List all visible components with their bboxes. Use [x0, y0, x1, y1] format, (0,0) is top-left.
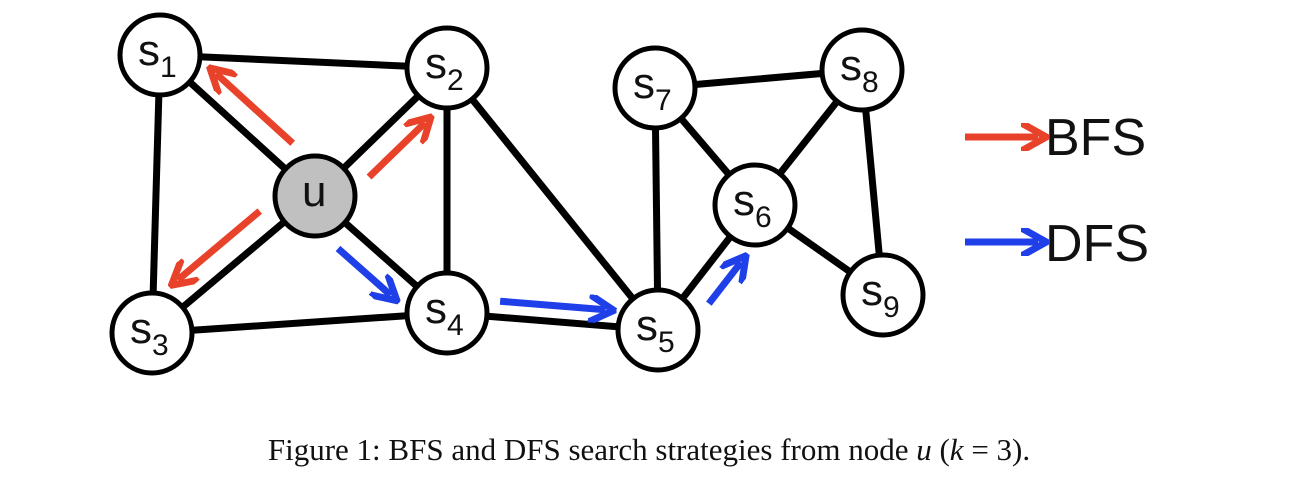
- bfs-arrow-u-s2: [366, 123, 425, 180]
- node-s5: s5: [615, 287, 701, 373]
- node-label: s8: [840, 41, 879, 99]
- caption-text: Figure 1: BFS and DFS search strategies …: [267, 432, 917, 467]
- node-s8: s8: [819, 27, 905, 113]
- legend-bfs-label: BFS: [1045, 109, 1146, 167]
- node-label: s1: [138, 26, 177, 84]
- legend-dfs-label: DFS: [1045, 215, 1149, 273]
- node-label: s7: [633, 59, 672, 117]
- dfs-arrow-u-s4: [335, 245, 391, 295]
- node-label: s3: [130, 304, 169, 362]
- node-label: s5: [636, 301, 675, 359]
- figure-caption: Figure 1: BFS and DFS search strategies …: [0, 432, 1298, 468]
- node-s3: s3: [109, 290, 195, 376]
- node-label: u: [302, 167, 326, 216]
- node-circle: [840, 252, 926, 338]
- dfs-arrow-s5-s6: [706, 262, 741, 306]
- edge-s2-s5: [444, 65, 661, 333]
- node-circle: [272, 153, 358, 239]
- node-circle: [819, 27, 905, 113]
- node-label: s4: [425, 284, 464, 342]
- node-s6: s6: [712, 162, 798, 248]
- edge-s1-s2: [159, 51, 448, 72]
- nodes: s1 s2 u s3 s4 s5 s6 s7 s8 s9: [109, 12, 926, 376]
- node-s9: s9: [840, 252, 926, 338]
- node-u: u: [272, 153, 358, 239]
- node-circle: [404, 25, 490, 111]
- node-label: s9: [861, 266, 900, 324]
- node-circle: [615, 287, 701, 373]
- dfs-arrow-s4-s5: [499, 301, 605, 309]
- edge-s1-s3: [148, 54, 164, 334]
- legend: BFS DFS: [965, 109, 1149, 273]
- node-circle: [109, 290, 195, 376]
- search-arrows: [178, 74, 741, 310]
- edge-s3-s4: [151, 309, 448, 337]
- node-circle: [117, 12, 203, 98]
- node-s4: s4: [404, 270, 490, 356]
- node-circle: [712, 162, 798, 248]
- caption-equals: = 3).: [963, 432, 1031, 467]
- node-s1: s1: [117, 12, 203, 98]
- bfs-arrow-u-s3: [178, 208, 263, 280]
- caption-var-k: k: [949, 432, 964, 467]
- node-circle: [612, 45, 698, 131]
- caption-paren: (: [931, 432, 950, 467]
- node-s2: s2: [404, 25, 490, 111]
- caption-var-u: u: [916, 432, 932, 467]
- node-circle: [404, 270, 490, 356]
- bfs-arrow-u-s1: [216, 74, 296, 146]
- node-label: s2: [425, 39, 464, 97]
- node-label: s6: [733, 176, 772, 234]
- graph-diagram: s1 s2 u s3 s4 s5 s6 s7 s8 s9 BFS DFS: [109, 12, 1149, 376]
- node-s7: s7: [612, 45, 698, 131]
